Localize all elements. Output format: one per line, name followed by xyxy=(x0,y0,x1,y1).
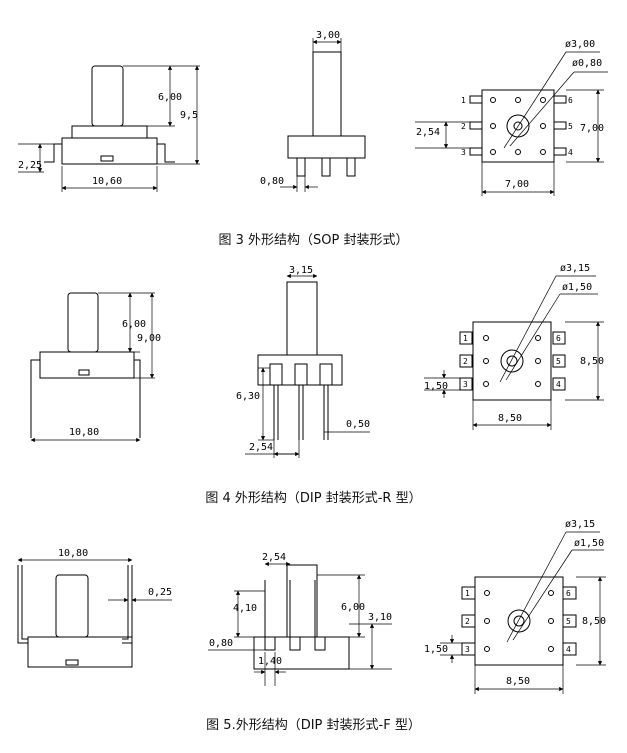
fig4-dim-body-width: 8,50 xyxy=(498,413,522,424)
fig4-dim-body-height: 8,50 xyxy=(580,356,604,367)
fig4-dim-height-top: 6,00 xyxy=(122,319,146,330)
fig3-dim-height-top: 6,00 xyxy=(158,92,182,103)
fig5-pin-4: 4 xyxy=(566,645,571,654)
fig5-dim-pitch: 2,54 xyxy=(262,552,286,563)
fig4-pin-6: 6 xyxy=(556,334,561,343)
fig3-pin-6: 6 xyxy=(568,96,573,105)
fig4-dim-lead-width: 0,50 xyxy=(346,419,370,430)
fig3-dim-body-height: 7,00 xyxy=(580,123,604,134)
fig4-pin-3: 3 xyxy=(463,380,468,389)
fig3-pin-2: 2 xyxy=(461,122,466,131)
fig5-dim-body-width: 8,50 xyxy=(506,676,530,687)
fig4-pin-1: 1 xyxy=(463,334,468,343)
fig3-pin-3: 3 xyxy=(461,148,466,157)
figure3-top-view: 1 2 3 4 5 6 ø3,00 ø0,80 2,54 7,00 7,00 xyxy=(415,39,608,196)
fig5-dim-lead-width: 0,80 xyxy=(209,638,233,649)
fig5-pin-6: 6 xyxy=(566,589,571,598)
fig5-dim-height: 6,00 xyxy=(341,602,365,613)
figure4-front-view: 3,15 6,30 2,54 0,50 xyxy=(236,265,370,458)
fig4-dim-pad: 1,50 xyxy=(424,381,448,392)
fig5-pin-3: 3 xyxy=(465,645,470,654)
fig3-dim-body-width: 7,00 xyxy=(505,179,529,190)
fig3-dim-pitch: 2,54 xyxy=(416,127,440,138)
fig5-dim-body-height: 3,10 xyxy=(368,612,392,623)
fig3-pin-5: 5 xyxy=(568,122,573,131)
fig3-pin-4: 4 xyxy=(568,148,573,157)
figure3-side-view: 6,00 9,5 2,25 10,60 xyxy=(18,65,200,192)
fig3-dim-lead-offset: 2,25 xyxy=(18,160,42,171)
figure5-front-view: 2,54 4,10 6,00 3,10 0,80 1,40 xyxy=(208,552,392,686)
fig5-dim-lead-thickness: 0,25 xyxy=(148,587,172,598)
fig4-dim-shaft-width: 3,15 xyxy=(289,265,313,276)
fig5-dim-width: 10,80 xyxy=(58,548,88,559)
fig3-dim-shaft-width: 3,00 xyxy=(316,30,340,41)
fig5-pin-1: 1 xyxy=(465,589,470,598)
fig4-dim-width: 10,80 xyxy=(69,427,99,438)
fig4-pin-5: 5 xyxy=(556,357,561,366)
fig3-dim-diameter-inner: ø0,80 xyxy=(572,58,602,69)
fig5-dim-diameter-outer: ø3,15 xyxy=(565,519,595,530)
fig5-pin-5: 5 xyxy=(566,617,571,626)
figure5-top-view: 1 2 3 4 5 6 ø3,15 ø1,50 8,50 1,50 8,50 xyxy=(424,519,606,694)
fig3-dim-lead-width: 0,80 xyxy=(260,176,284,187)
fig3-dim-width: 10,60 xyxy=(92,176,122,187)
fig4-pin-2: 2 xyxy=(463,357,468,366)
fig5-dim-lead-gap: 1,40 xyxy=(258,656,282,667)
fig5-dim-lead-height: 4,10 xyxy=(233,603,257,614)
fig5-pin-2: 2 xyxy=(465,617,470,626)
fig3-dim-height-total: 9,5 xyxy=(180,110,198,121)
fig4-dim-height-total: 9,00 xyxy=(137,333,161,344)
fig4-dim-lead-length: 6,30 xyxy=(236,391,260,402)
fig4-pin-4: 4 xyxy=(556,380,561,389)
fig3-pin-1: 1 xyxy=(461,96,466,105)
fig3-dim-diameter-outer: ø3,00 xyxy=(565,39,595,50)
fig4-dim-diameter-inner: ø1,50 xyxy=(562,282,592,293)
fig5-dim-diameter-inner: ø1,50 xyxy=(574,538,604,549)
figure4-caption: 图 4 外形结构（DIP 封装形式-R 型） xyxy=(205,491,422,506)
figure4-side-view: 6,00 9,00 10,80 xyxy=(30,292,161,443)
fig4-dim-pitch: 2,54 xyxy=(249,442,273,453)
figure3-front-view: 3,00 0,80 xyxy=(260,30,366,192)
figure3-caption: 图 3 外形结构（SOP 封装形式） xyxy=(218,233,409,248)
figure4-top-view: 1 2 3 4 5 6 ø3,15 ø1,50 8,50 1,50 8,50 xyxy=(424,263,604,430)
figure5-caption: 图 5.外形结构（DIP 封装形式-F 型） xyxy=(206,718,421,733)
fig4-dim-diameter-outer: ø3,15 xyxy=(560,263,590,274)
figure5-side-view: 10,80 0,25 xyxy=(17,548,172,668)
fig5-dim-pad: 1,50 xyxy=(424,644,448,655)
fig5-dim-body-side: 8,50 xyxy=(582,616,606,627)
